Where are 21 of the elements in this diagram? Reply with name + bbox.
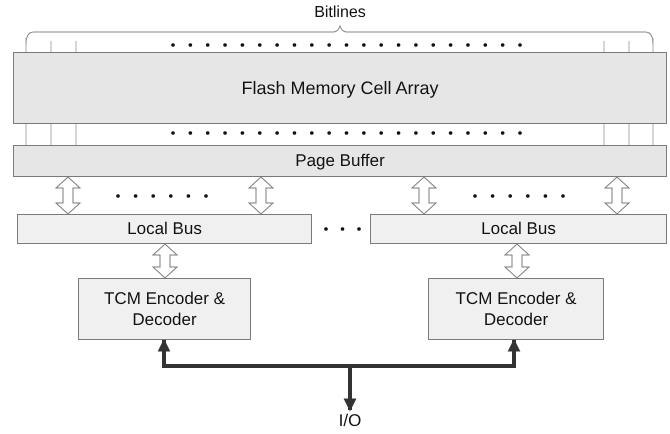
block-box [370, 214, 667, 244]
box-label: Page Buffer [295, 150, 385, 172]
block-box [13, 145, 667, 177]
box-label: Flash Memory Cell Array [241, 76, 439, 100]
box-label: TCM Encoder & Decoder [103, 288, 226, 330]
double-arrow [152, 243, 178, 279]
bus-arrow [344, 338, 520, 412]
box-label: TCM Encoder & Decoder [454, 288, 578, 330]
box-label: Local Bus [481, 218, 556, 240]
double-arrow [504, 243, 530, 279]
block-box [13, 52, 667, 124]
io-label: I/O [330, 410, 370, 432]
double-arrow [604, 176, 630, 215]
block-box [428, 278, 604, 340]
double-arrow [54, 176, 82, 215]
box-label: Local Bus [127, 218, 202, 240]
double-arrow [248, 176, 274, 215]
block-box [17, 214, 312, 244]
double-arrow [410, 176, 438, 215]
block-box [78, 278, 251, 340]
bitlines-label: Bitlines [313, 4, 367, 22]
